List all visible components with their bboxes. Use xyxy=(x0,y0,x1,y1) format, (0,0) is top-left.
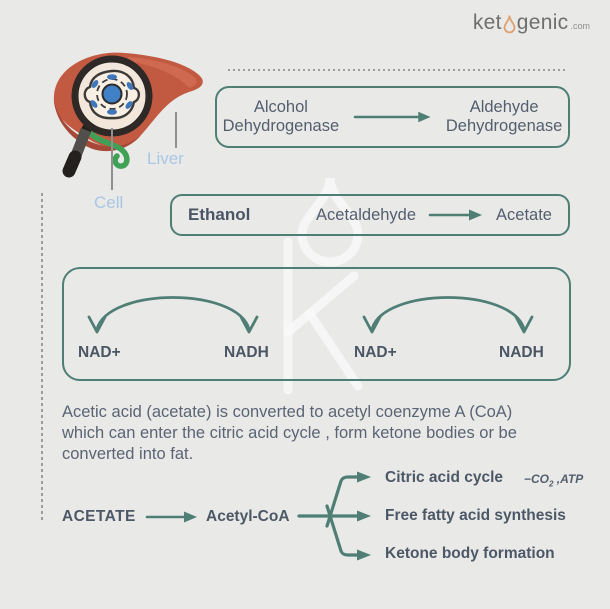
nadh-label: NADH xyxy=(224,344,269,361)
logo-droplet-icon xyxy=(503,15,516,34)
note-co: −CO xyxy=(524,472,550,486)
paragraph-line: converted into fat. xyxy=(62,444,194,463)
enzyme-right-label: Aldehyde Dehydrogenase xyxy=(445,98,563,135)
acetate-label: Acetate xyxy=(496,205,552,224)
branch-fatty-acid-label: Free fatty acid synthesis xyxy=(385,507,566,524)
paragraph-line: Acetic acid (acetate) is converted to ac… xyxy=(62,403,513,421)
nad-arc-arrows-icon xyxy=(87,296,534,334)
enzyme-box: Alcohol Dehydrogenase Aldehyde Dehydroge… xyxy=(215,86,570,148)
nad-plus-label: NAD+ xyxy=(354,344,397,361)
logo-text-part2: genic xyxy=(516,11,569,34)
note-atp: ,ATP xyxy=(553,472,584,486)
horizontal-dotted-divider xyxy=(228,69,568,71)
note-sub: 2 xyxy=(549,479,554,489)
nad-cycle-box: NAD+ NADH NAD+ NADH xyxy=(62,267,571,381)
branch-fork-icon xyxy=(297,471,371,561)
acetate-label: ACETATE xyxy=(62,508,136,525)
arrow-right-icon xyxy=(145,511,197,523)
ethanol-label: Ethanol xyxy=(188,205,251,224)
arrow-right-icon xyxy=(353,111,431,123)
cell-pointer-line xyxy=(111,128,113,190)
liver-pointer-line xyxy=(175,112,177,148)
branch-citric-label: Citric acid cycle xyxy=(385,469,504,486)
liver-label: Liver xyxy=(147,149,184,168)
substrate-box: Ethanol Acetaldehyde Acetate xyxy=(170,194,570,236)
cell-label: Cell xyxy=(94,193,124,212)
arrow-right-icon xyxy=(428,209,483,221)
logo-text-part1: ket xyxy=(472,11,502,34)
citric-byproducts-note: −CO2 ,ATP xyxy=(524,472,583,488)
branch-ketone-label: Ketone body formation xyxy=(385,545,555,562)
acetaldehyde-label: Acetaldehyde xyxy=(316,205,417,224)
paragraph-line: which can enter the citric acid cycle , … xyxy=(62,423,517,442)
acetyl-coa-label: Acetyl-CoA xyxy=(206,508,290,525)
enzyme-left-label: Alcohol Dehydrogenase xyxy=(222,98,340,135)
nad-plus-label: NAD+ xyxy=(78,344,121,361)
logo: ket genic .com xyxy=(472,11,590,34)
description-paragraph: Acetic acid (acetate) is converted to ac… xyxy=(62,402,582,465)
bile-duct-shape xyxy=(85,127,130,169)
logo-tld: .com xyxy=(570,21,590,31)
vertical-dotted-divider xyxy=(41,193,43,523)
nucleus-shape xyxy=(101,83,123,105)
ketogenic-watermark-icon xyxy=(283,177,363,395)
nadh-label: NADH xyxy=(499,344,544,361)
